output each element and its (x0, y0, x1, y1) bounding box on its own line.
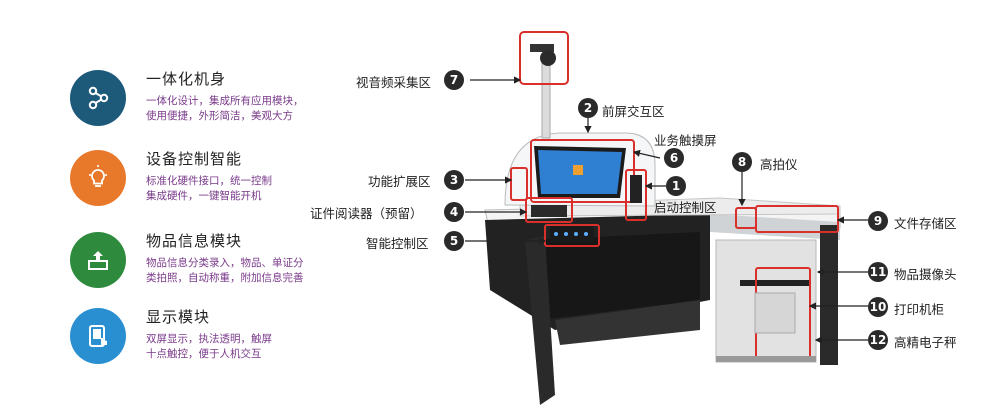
feature-desc-line: 集成硬件，一键智能开机 (146, 190, 262, 202)
feature-desc-line: 使用便捷，外形简洁，美观大方 (146, 110, 293, 122)
feature-desc: 双屏显示，执法透明，触屏 十点触控，便于人机交互 (146, 332, 366, 362)
share-icon (70, 70, 126, 126)
feature-desc-line: 一体化设计，集成所有应用模块， (146, 95, 304, 107)
callout-label-5: 智能控制区 (366, 236, 429, 251)
feature-title: 显示模块 (146, 308, 211, 326)
callout-label-6: 业务触摸屏 (654, 133, 717, 148)
feature-item-info: 物品信息模块 物品信息分类录入，物品、单证分 类拍照，自动称重，附加信息完善 (70, 232, 370, 296)
callout-number-5: 5 (444, 231, 464, 251)
callout-label-3: 功能扩展区 (368, 174, 431, 189)
callout-number-1: 1 (666, 176, 686, 196)
callout-label-10: 打印机柜 (894, 302, 945, 317)
callout-label-1: 启动控制区 (654, 200, 717, 215)
callout-number-2: 2 (578, 98, 598, 118)
feature-desc: 物品信息分类录入，物品、单证分 类拍照，自动称重，附加信息完善 (146, 256, 366, 286)
callout-number-8: 8 (732, 152, 752, 172)
feature-display: 显示模块 双屏显示，执法透明，触屏 十点触控，便于人机交互 (70, 308, 370, 372)
feature-title: 一体化机身 (146, 70, 227, 88)
feature-desc-line: 标准化硬件接口，统一控制 (146, 175, 272, 187)
feature-desc: 标准化硬件接口，统一控制 集成硬件，一键智能开机 (146, 174, 366, 204)
callout-number-10: 10 (868, 297, 888, 317)
feature-title: 设备控制智能 (146, 150, 243, 168)
callout-label-2: 前屏交互区 (602, 104, 665, 119)
feature-desc-line: 十点触控，便于人机交互 (146, 348, 262, 360)
callout-number-4: 4 (444, 202, 464, 222)
feature-desc-line: 物品信息分类录入，物品、单证分 (146, 257, 304, 269)
callout-label-8: 高拍仪 (760, 157, 798, 172)
callout-number-12: 12 (868, 330, 888, 350)
feature-desc: 一体化设计，集成所有应用模块， 使用便捷，外形简洁，美观大方 (146, 94, 366, 124)
feature-desc-line: 类拍照，自动称重，附加信息完善 (146, 272, 304, 284)
callout-label-4: 证件阅读器（预留） (310, 206, 423, 221)
feature-smart-control: 设备控制智能 标准化硬件接口，统一控制 集成硬件，一键智能开机 (70, 150, 370, 214)
callout-number-9: 9 (868, 211, 888, 231)
callout-number-6: 6 (664, 148, 684, 168)
callout-number-11: 11 (868, 262, 888, 282)
callout-label-9: 文件存储区 (894, 216, 957, 231)
feature-integrated-body: 一体化机身 一体化设计，集成所有应用模块， 使用便捷，外形简洁，美观大方 (70, 70, 370, 134)
upload-icon (70, 232, 126, 288)
callout-number-7: 7 (444, 70, 464, 90)
callout-label-7: 视音频采集区 (356, 75, 432, 90)
feature-title: 物品信息模块 (146, 232, 243, 250)
callout-label-12: 高精电子秤 (894, 335, 957, 350)
feature-desc-line: 双屏显示，执法透明，触屏 (146, 333, 272, 345)
callout-number-3: 3 (444, 170, 464, 190)
touch-screen-icon (70, 308, 126, 364)
callout-label-11: 物品摄像头 (894, 267, 957, 282)
lightbulb-icon (70, 150, 126, 206)
